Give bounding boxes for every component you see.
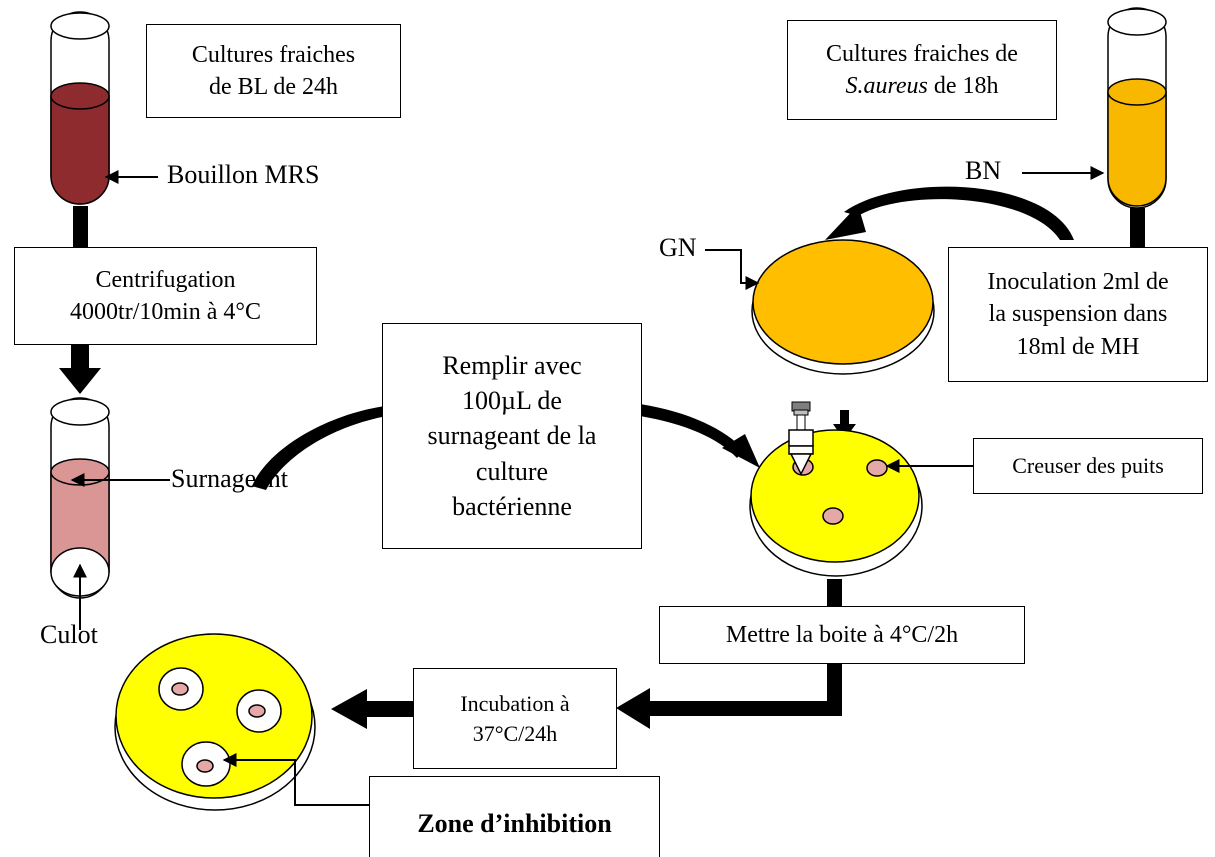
curved-arrow bbox=[252, 406, 387, 490]
mettre-box: Mettre la boite à 4°C/2h bbox=[659, 606, 1025, 664]
creuser-box: Creuser des puits bbox=[973, 438, 1203, 494]
box-text: Centrifugation bbox=[95, 266, 236, 293]
species-name: S.aureus bbox=[845, 73, 928, 99]
box-text: la suspension dans bbox=[988, 301, 1168, 328]
box-text: bactérienne bbox=[452, 491, 572, 521]
well bbox=[248, 704, 266, 718]
surnageant-label: Surnageant bbox=[171, 464, 288, 493]
box-text: 100µL de bbox=[462, 386, 562, 416]
box-text: Zone d’inhibition bbox=[417, 808, 612, 838]
box-text: Remplir avec bbox=[442, 351, 582, 381]
connector-bar bbox=[827, 579, 842, 607]
final-plate-icon bbox=[114, 633, 316, 811]
centrifugation-box: Centrifugation 4000tr/10min à 4°C bbox=[14, 247, 317, 345]
cultures-bl-box: Cultures fraiches de BL de 24h bbox=[146, 24, 401, 118]
bouillon-label: Bouillon MRS bbox=[167, 160, 320, 189]
thick-left-arrow bbox=[331, 689, 414, 729]
gn-arrow bbox=[705, 249, 760, 290]
curved-arrow bbox=[825, 186, 1074, 240]
culot-label: Culot bbox=[40, 620, 98, 649]
box-text-line: S.aureus de 18h bbox=[845, 70, 998, 102]
box-text: Cultures fraiches de bbox=[826, 40, 1018, 67]
gn-plate-icon bbox=[751, 239, 935, 375]
box-text: surnageant de la bbox=[427, 421, 597, 451]
thick-elbow-arrow bbox=[616, 664, 842, 729]
mrs-tube-icon bbox=[50, 11, 110, 205]
pipette-icon bbox=[788, 401, 814, 476]
curved-arrow bbox=[640, 404, 760, 468]
bn-label: BN bbox=[965, 156, 1002, 185]
cultures-saureus-box: Cultures fraiches de S.aureus de 18h bbox=[787, 20, 1057, 120]
box-text: de BL de 24h bbox=[208, 74, 339, 100]
gn-label: GN bbox=[659, 233, 697, 262]
box-text: Creuser des puits bbox=[1012, 453, 1164, 479]
supernatant-tube-icon bbox=[50, 397, 110, 599]
mh-plate-icon bbox=[749, 429, 923, 577]
box-text: Mettre la boite à 4°C/2h bbox=[725, 621, 959, 648]
well bbox=[171, 682, 189, 696]
well bbox=[866, 459, 888, 477]
connector-bar bbox=[1130, 208, 1145, 250]
box-text: Incubation à bbox=[460, 690, 570, 716]
bn-tube-icon bbox=[1107, 7, 1167, 209]
box-text: Cultures fraiches bbox=[191, 41, 356, 68]
thick-down-arrow bbox=[59, 345, 101, 394]
zone-arrow bbox=[222, 753, 370, 806]
box-text: Inoculation 2ml de bbox=[987, 268, 1169, 295]
connector-bar bbox=[73, 206, 88, 248]
well bbox=[196, 759, 214, 773]
inoculation-box: Inoculation 2ml de la suspension dans 18… bbox=[948, 247, 1208, 382]
box-text: 37°C/24h bbox=[472, 720, 558, 746]
box-text: 18ml de MH bbox=[1016, 333, 1140, 360]
box-text: de 18h bbox=[927, 73, 999, 99]
zone-inhibition-box: Zone d’inhibition bbox=[369, 776, 660, 857]
incubation-box: Incubation à 37°C/24h bbox=[413, 668, 617, 769]
box-text: 4000tr/10min à 4°C bbox=[70, 299, 261, 325]
well bbox=[822, 507, 844, 525]
remplir-box: Remplir avec 100µL de surnageant de la c… bbox=[382, 323, 642, 549]
box-text: culture bbox=[475, 456, 549, 486]
